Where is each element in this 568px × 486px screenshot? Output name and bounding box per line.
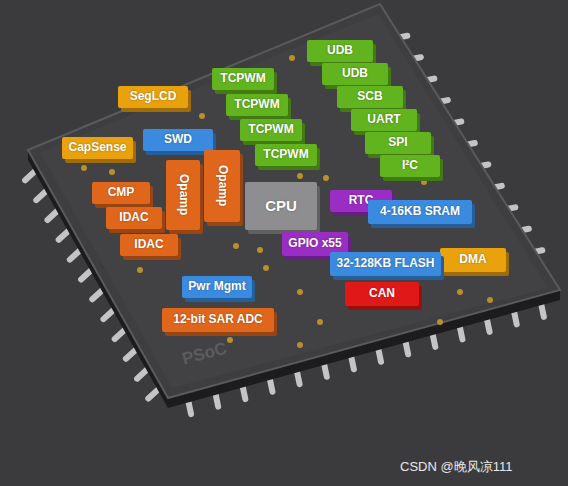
block-label: Opamp (215, 165, 228, 206)
block-label: DMA (459, 253, 486, 266)
chip-body (28, 4, 560, 398)
peripheral-block: UDB (307, 40, 373, 62)
block-label: 32-128KB FLASH (336, 257, 434, 270)
block-label: UDB (327, 44, 353, 57)
peripheral-block: TCPWM (255, 144, 317, 166)
block-label: SCB (357, 90, 382, 103)
gold-pad (297, 173, 303, 179)
gold-pad (137, 267, 143, 273)
gold-pad (317, 319, 323, 325)
gold-pad (199, 113, 205, 119)
block-label: UART (367, 113, 400, 126)
gold-pad (227, 337, 233, 343)
peripheral-block: TCPWM (212, 68, 274, 90)
peripheral-block: DMA (440, 248, 506, 272)
gold-pad (457, 289, 463, 295)
block-label: IDAC (119, 211, 148, 224)
gold-pad (289, 55, 295, 61)
block-label: UDB (342, 67, 368, 80)
block-label: GPIO x55 (288, 237, 341, 250)
block-label: 12-bit SAR ADC (173, 313, 263, 326)
peripheral-block: CapSense (62, 137, 133, 159)
gold-pad (297, 342, 303, 348)
gold-pad (297, 289, 303, 295)
peripheral-block: 12-bit SAR ADC (162, 308, 274, 332)
peripheral-block: SegLCD (118, 86, 188, 108)
block-label: TCPWM (220, 72, 265, 85)
peripheral-block: UART (351, 109, 417, 131)
gold-pad (257, 247, 263, 253)
peripheral-block: I²C (380, 155, 440, 177)
block-label: TCPWM (234, 98, 279, 111)
peripheral-block: CAN (345, 282, 419, 306)
peripheral-block: Pwr Mgmt (182, 276, 252, 298)
block-label: SWD (164, 133, 192, 146)
gold-pad (263, 265, 269, 271)
block-label: CPU (265, 198, 297, 215)
peripheral-block: UDB (322, 63, 388, 85)
block-label: CMP (108, 186, 135, 199)
block-label: CapSense (68, 141, 126, 154)
peripheral-block: TCPWM (240, 119, 302, 141)
peripheral-block: SPI (365, 132, 431, 154)
gold-pad (487, 297, 493, 303)
block-label: TCPWM (263, 148, 308, 161)
gold-pad (109, 169, 115, 175)
gold-pad (323, 175, 329, 181)
block-label: 4-16KB SRAM (380, 205, 460, 218)
block-label: IDAC (134, 238, 163, 251)
block-label: Opamp (176, 174, 189, 215)
block-label: SegLCD (130, 90, 177, 103)
watermark: CSDN @晚风凉111 (400, 458, 512, 476)
peripheral-block: TCPWM (226, 94, 288, 116)
peripheral-block: CPU (245, 182, 317, 230)
peripheral-block: Opamp (204, 150, 240, 222)
block-label: Pwr Mgmt (188, 280, 245, 293)
gold-pad (437, 319, 443, 325)
block-label: SPI (388, 136, 407, 149)
block-label: I²C (402, 159, 418, 172)
gold-pad (421, 179, 427, 185)
peripheral-block: CMP (92, 182, 150, 204)
peripheral-block: IDAC (120, 234, 178, 256)
peripheral-block: SWD (143, 129, 213, 151)
peripheral-block: Opamp (166, 160, 200, 230)
gold-pad (233, 243, 239, 249)
peripheral-block: 4-16KB SRAM (368, 200, 472, 224)
block-label: CAN (369, 287, 395, 300)
peripheral-block: 32-128KB FLASH (330, 252, 441, 276)
peripheral-block: SCB (337, 86, 403, 108)
block-label: TCPWM (248, 123, 293, 136)
gold-pads (81, 55, 493, 348)
peripheral-block: IDAC (106, 207, 162, 229)
chip-top-face (40, 14, 548, 388)
gold-pad (81, 165, 87, 171)
